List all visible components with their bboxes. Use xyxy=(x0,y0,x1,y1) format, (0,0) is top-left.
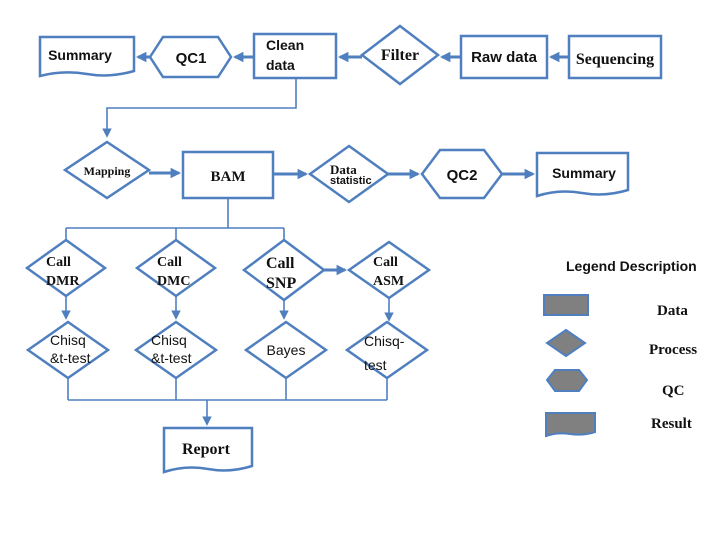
summary-top-label: Summary xyxy=(48,47,112,63)
raw-data-label: Raw data xyxy=(471,49,538,66)
test-asm-label-line2: test xyxy=(364,357,387,373)
call-asm-label-line1: Call xyxy=(373,255,398,270)
call-asm-label-line2: ASM xyxy=(373,274,404,289)
call-dmr-label-line1: Call xyxy=(46,255,71,270)
call-dmc-label-line2: DMC xyxy=(157,274,190,289)
raw-data-node: Raw data xyxy=(459,34,549,80)
call-dmc-node: Call DMC xyxy=(134,238,218,298)
clean-data-node: Clean data xyxy=(252,32,338,80)
data-statistic-node: Data statistic xyxy=(307,144,391,204)
legend: Legend Description Data Process QC Resul… xyxy=(543,258,697,438)
call-dmr-node: Call DMR xyxy=(24,238,108,298)
call-dmc-label-line1: Call xyxy=(157,255,182,270)
legend-title: Legend Description xyxy=(566,258,697,274)
bam-label: BAM xyxy=(211,169,246,185)
mapping-node: Mapping xyxy=(62,140,152,200)
data-statistic-label-line2: statistic xyxy=(330,175,372,187)
legend-data-swatch xyxy=(543,294,589,316)
legend-result-label: Result xyxy=(651,416,692,432)
legend-data-label: Data xyxy=(657,303,688,319)
sequencing-label: Sequencing xyxy=(576,51,654,68)
call-dmr-label-line2: DMR xyxy=(46,274,80,289)
call-snp-label-line2: SNP xyxy=(266,275,296,292)
filter-node: Filter xyxy=(359,24,441,86)
connector-cleandata-mapping xyxy=(102,78,297,138)
test-asm-label-line1: Chisq- xyxy=(364,333,405,349)
bam-node: BAM xyxy=(181,150,275,200)
mapping-label: Mapping xyxy=(84,164,131,178)
summary-mid-node: Summary xyxy=(535,151,630,198)
report-label: Report xyxy=(182,441,231,458)
summary-top-node: Summary xyxy=(38,35,136,78)
test-asm-node: Chisq- test xyxy=(344,320,430,380)
clean-data-label-line1: Clean xyxy=(266,37,304,53)
legend-qc-swatch xyxy=(545,369,589,392)
legend-qc-label: QC xyxy=(662,383,685,399)
bayes-label: Bayes xyxy=(267,342,306,358)
summary-mid-label: Summary xyxy=(552,165,616,181)
qc2-node: QC2 xyxy=(420,148,504,200)
call-asm-node: Call ASM xyxy=(346,240,432,300)
bayes-node: Bayes xyxy=(243,320,329,380)
clean-data-label-line2: data xyxy=(266,57,295,73)
data-statistic-label-line1: Data xyxy=(330,162,357,177)
legend-process-label: Process xyxy=(649,342,697,358)
call-snp-label-line1: Call xyxy=(266,255,295,272)
test-dmc-label-line1: Chisq xyxy=(151,332,187,348)
test-dmr-node: Chisq &t-test xyxy=(25,320,111,380)
qc1-label: QC1 xyxy=(176,50,207,67)
test-dmr-label-line1: Chisq xyxy=(50,332,86,348)
test-dmr-label-line2: &t-test xyxy=(50,350,91,366)
qc2-label: QC2 xyxy=(447,167,478,184)
test-dmc-label-line2: &t-test xyxy=(151,350,192,366)
legend-result-swatch xyxy=(545,412,596,438)
legend-process-swatch xyxy=(545,328,587,358)
filter-label: Filter xyxy=(381,47,419,64)
report-node: Report xyxy=(162,426,254,474)
test-dmc-node: Chisq &t-test xyxy=(133,320,219,380)
qc1-node: QC1 xyxy=(148,35,233,79)
call-snp-node: Call SNP xyxy=(241,238,327,302)
sequencing-node: Sequencing xyxy=(567,34,663,80)
